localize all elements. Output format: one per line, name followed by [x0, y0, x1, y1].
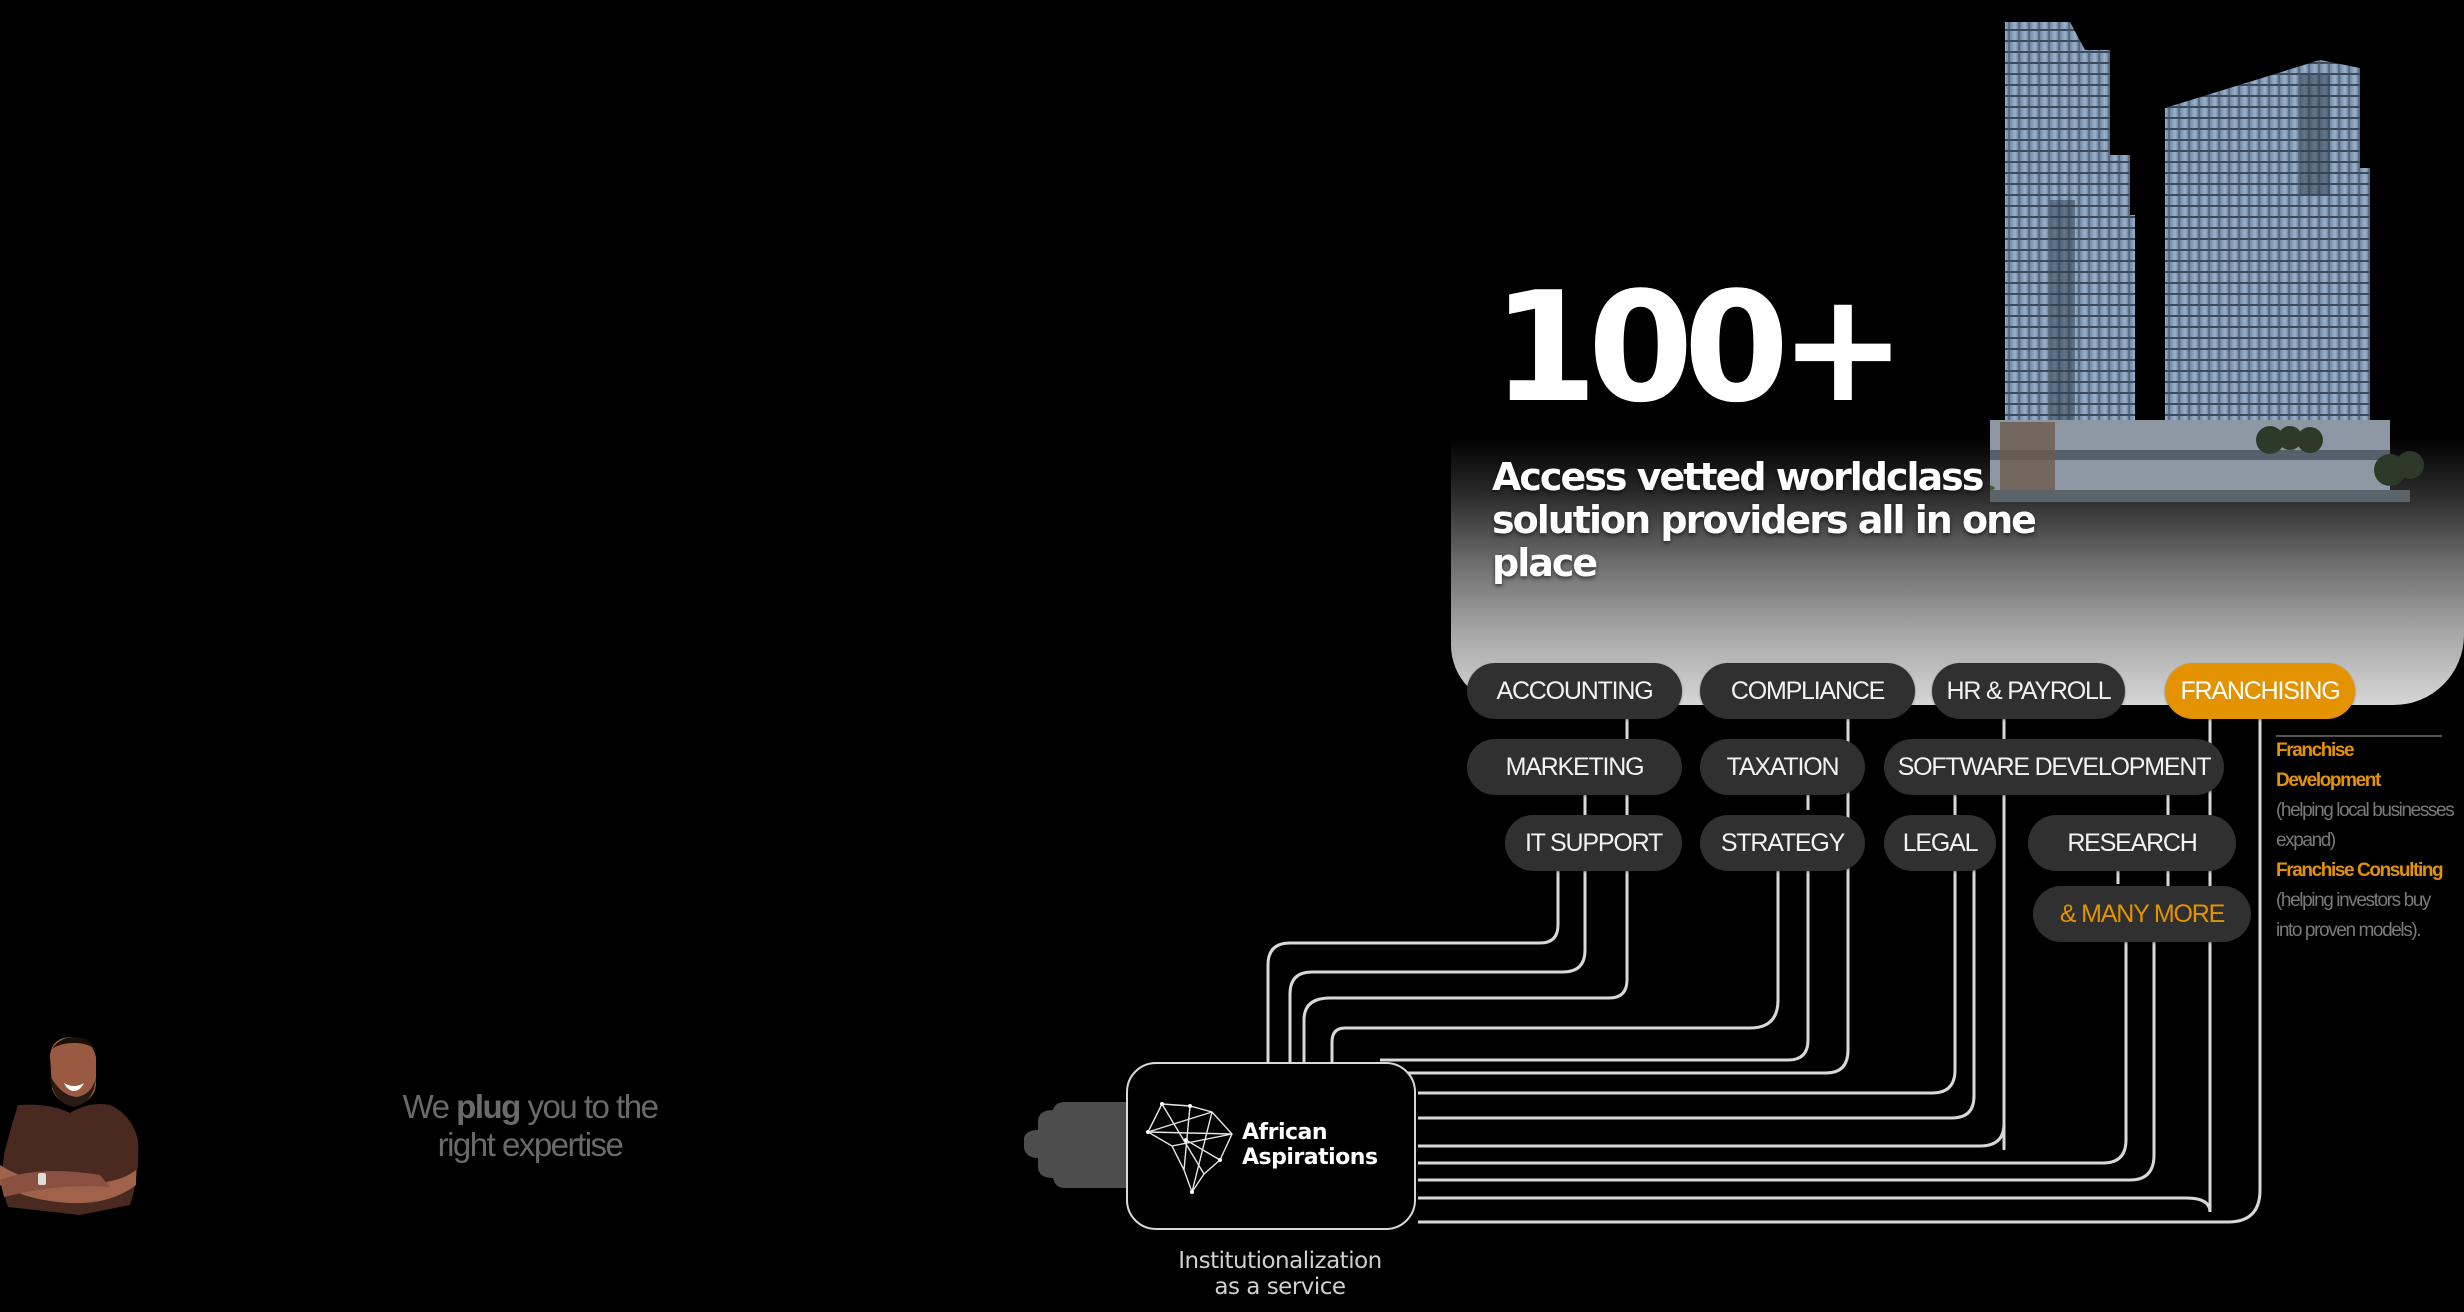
- service-label: STRATEGY: [1720, 828, 1845, 857]
- service-label: & MANY MORE: [2059, 899, 2225, 928]
- avatar-illustration: [0, 1037, 139, 1215]
- service-taxation[interactable]: TAXATION: [1700, 739, 1865, 795]
- service-label: COMPLIANCE: [1730, 676, 1886, 705]
- service-label: RESEARCH: [2067, 828, 2198, 857]
- africa-network-logo: [1146, 1102, 1233, 1194]
- plug-message-suffix: you to the right expertise: [437, 1088, 659, 1163]
- provider-count: 100+: [1492, 259, 1907, 436]
- service-label: HR & PAYROLL: [1946, 676, 2112, 705]
- service-label: TAXATION: [1726, 752, 1840, 781]
- service-marketing[interactable]: MARKETING: [1467, 739, 1682, 795]
- franchise-development-title: Franchise Development: [2276, 740, 2381, 791]
- service-strategy[interactable]: STRATEGY: [1700, 815, 1865, 871]
- franchise-note: Franchise Development (helping local bus…: [2276, 736, 2456, 946]
- side-note-divider: [2276, 735, 2442, 737]
- service-tagline: Institutionalization as a service: [1178, 1248, 1382, 1300]
- service-software-development[interactable]: SOFTWARE DEVELOPMENT: [1884, 739, 2224, 795]
- service-accounting[interactable]: ACCOUNTING: [1467, 663, 1682, 719]
- service-hr-payroll[interactable]: HR & PAYROLL: [1932, 663, 2125, 719]
- building-illustration: [1990, 22, 2424, 502]
- service-research[interactable]: RESEARCH: [2028, 815, 2236, 871]
- service-compliance[interactable]: COMPLIANCE: [1700, 663, 1915, 719]
- franchise-development-desc: (helping local businesses expand): [2276, 800, 2455, 851]
- service-franchising[interactable]: FRANCHISING: [2165, 663, 2355, 719]
- plug-message-prefix: We: [402, 1088, 457, 1125]
- service-label: LEGAL: [1902, 828, 1979, 857]
- service-label: ACCOUNTING: [1496, 676, 1653, 705]
- service-it-support[interactable]: IT SUPPORT: [1505, 815, 1682, 871]
- service-many-more[interactable]: & MANY MORE: [2033, 886, 2251, 942]
- franchise-consulting-title: Franchise Consulting: [2276, 860, 2444, 881]
- service-legal[interactable]: LEGAL: [1884, 815, 1996, 871]
- service-label: MARKETING: [1505, 752, 1645, 781]
- brand-name: African Aspirations: [1242, 1120, 1378, 1170]
- service-label: IT SUPPORT: [1524, 828, 1663, 857]
- service-label: FRANCHISING: [2180, 676, 2340, 705]
- plug-icon: [1024, 1102, 1130, 1188]
- hero-subtitle: Access vetted worldclass solution provid…: [1492, 455, 2037, 585]
- franchise-consulting-desc: (helping investors buy into proven model…: [2276, 890, 2431, 941]
- plug-message: We plug you to the right expertise: [380, 1088, 680, 1164]
- african-aspirations-hub[interactable]: [1126, 1062, 1416, 1230]
- service-label: SOFTWARE DEVELOPMENT: [1897, 752, 2212, 781]
- plug-message-emphasis: plug: [456, 1088, 521, 1125]
